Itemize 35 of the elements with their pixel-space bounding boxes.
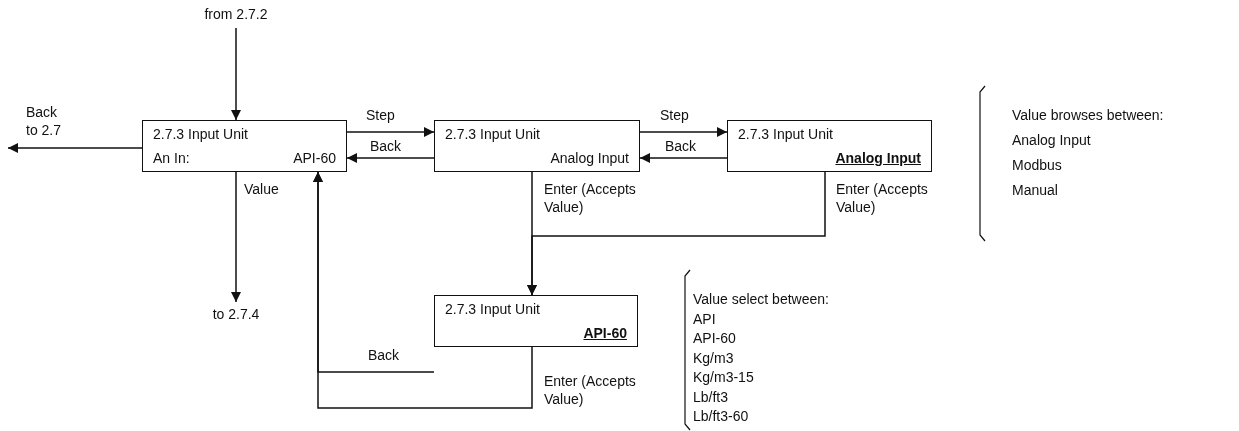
option-text: Analog Input [1012,131,1091,149]
option-text: Lb/ft3-60 [693,407,749,425]
screen-field: An In: [153,150,190,167]
screen-title: 2.7.3 Input Unit [738,126,834,143]
note-heading: Value select between: [693,290,829,308]
display-screen-box [434,295,638,347]
screen-title: 2.7.3 Input Unit [445,126,541,143]
screen-value: API-60 [583,325,627,342]
display-screen-box [434,120,640,172]
option-text: Manual [1012,181,1058,199]
option-text: API [693,309,716,328]
arrow [7,143,143,153]
option-text: Kg/m3-15 [693,368,754,386]
arrow [313,171,533,409]
arrow [231,27,241,121]
screen-value: Analog Input [550,150,629,167]
option-text: Modbus [1012,156,1062,174]
arrow [231,171,241,303]
note-heading: Value browses between: [1012,106,1164,124]
screen-value: API-60 [293,150,336,167]
screen-title: 2.7.3 Input Unit [153,126,249,143]
option-text: API-60 [693,329,736,347]
flow-text: from 2.7.2 [198,6,274,26]
arrow [527,171,826,296]
arrow [346,127,435,137]
arrow [639,127,728,137]
arrow [639,153,728,163]
flow-text: to 2.7.4 [200,306,272,326]
display-screen-box [142,120,347,172]
screen-title: 2.7.3 Input Unit [445,301,541,318]
option-text: Kg/m3 [693,348,734,367]
arrow [346,153,435,163]
screen-value: Analog Input [835,150,921,167]
option-text: Lb/ft3 [693,387,729,406]
display-screen-box [727,120,932,172]
